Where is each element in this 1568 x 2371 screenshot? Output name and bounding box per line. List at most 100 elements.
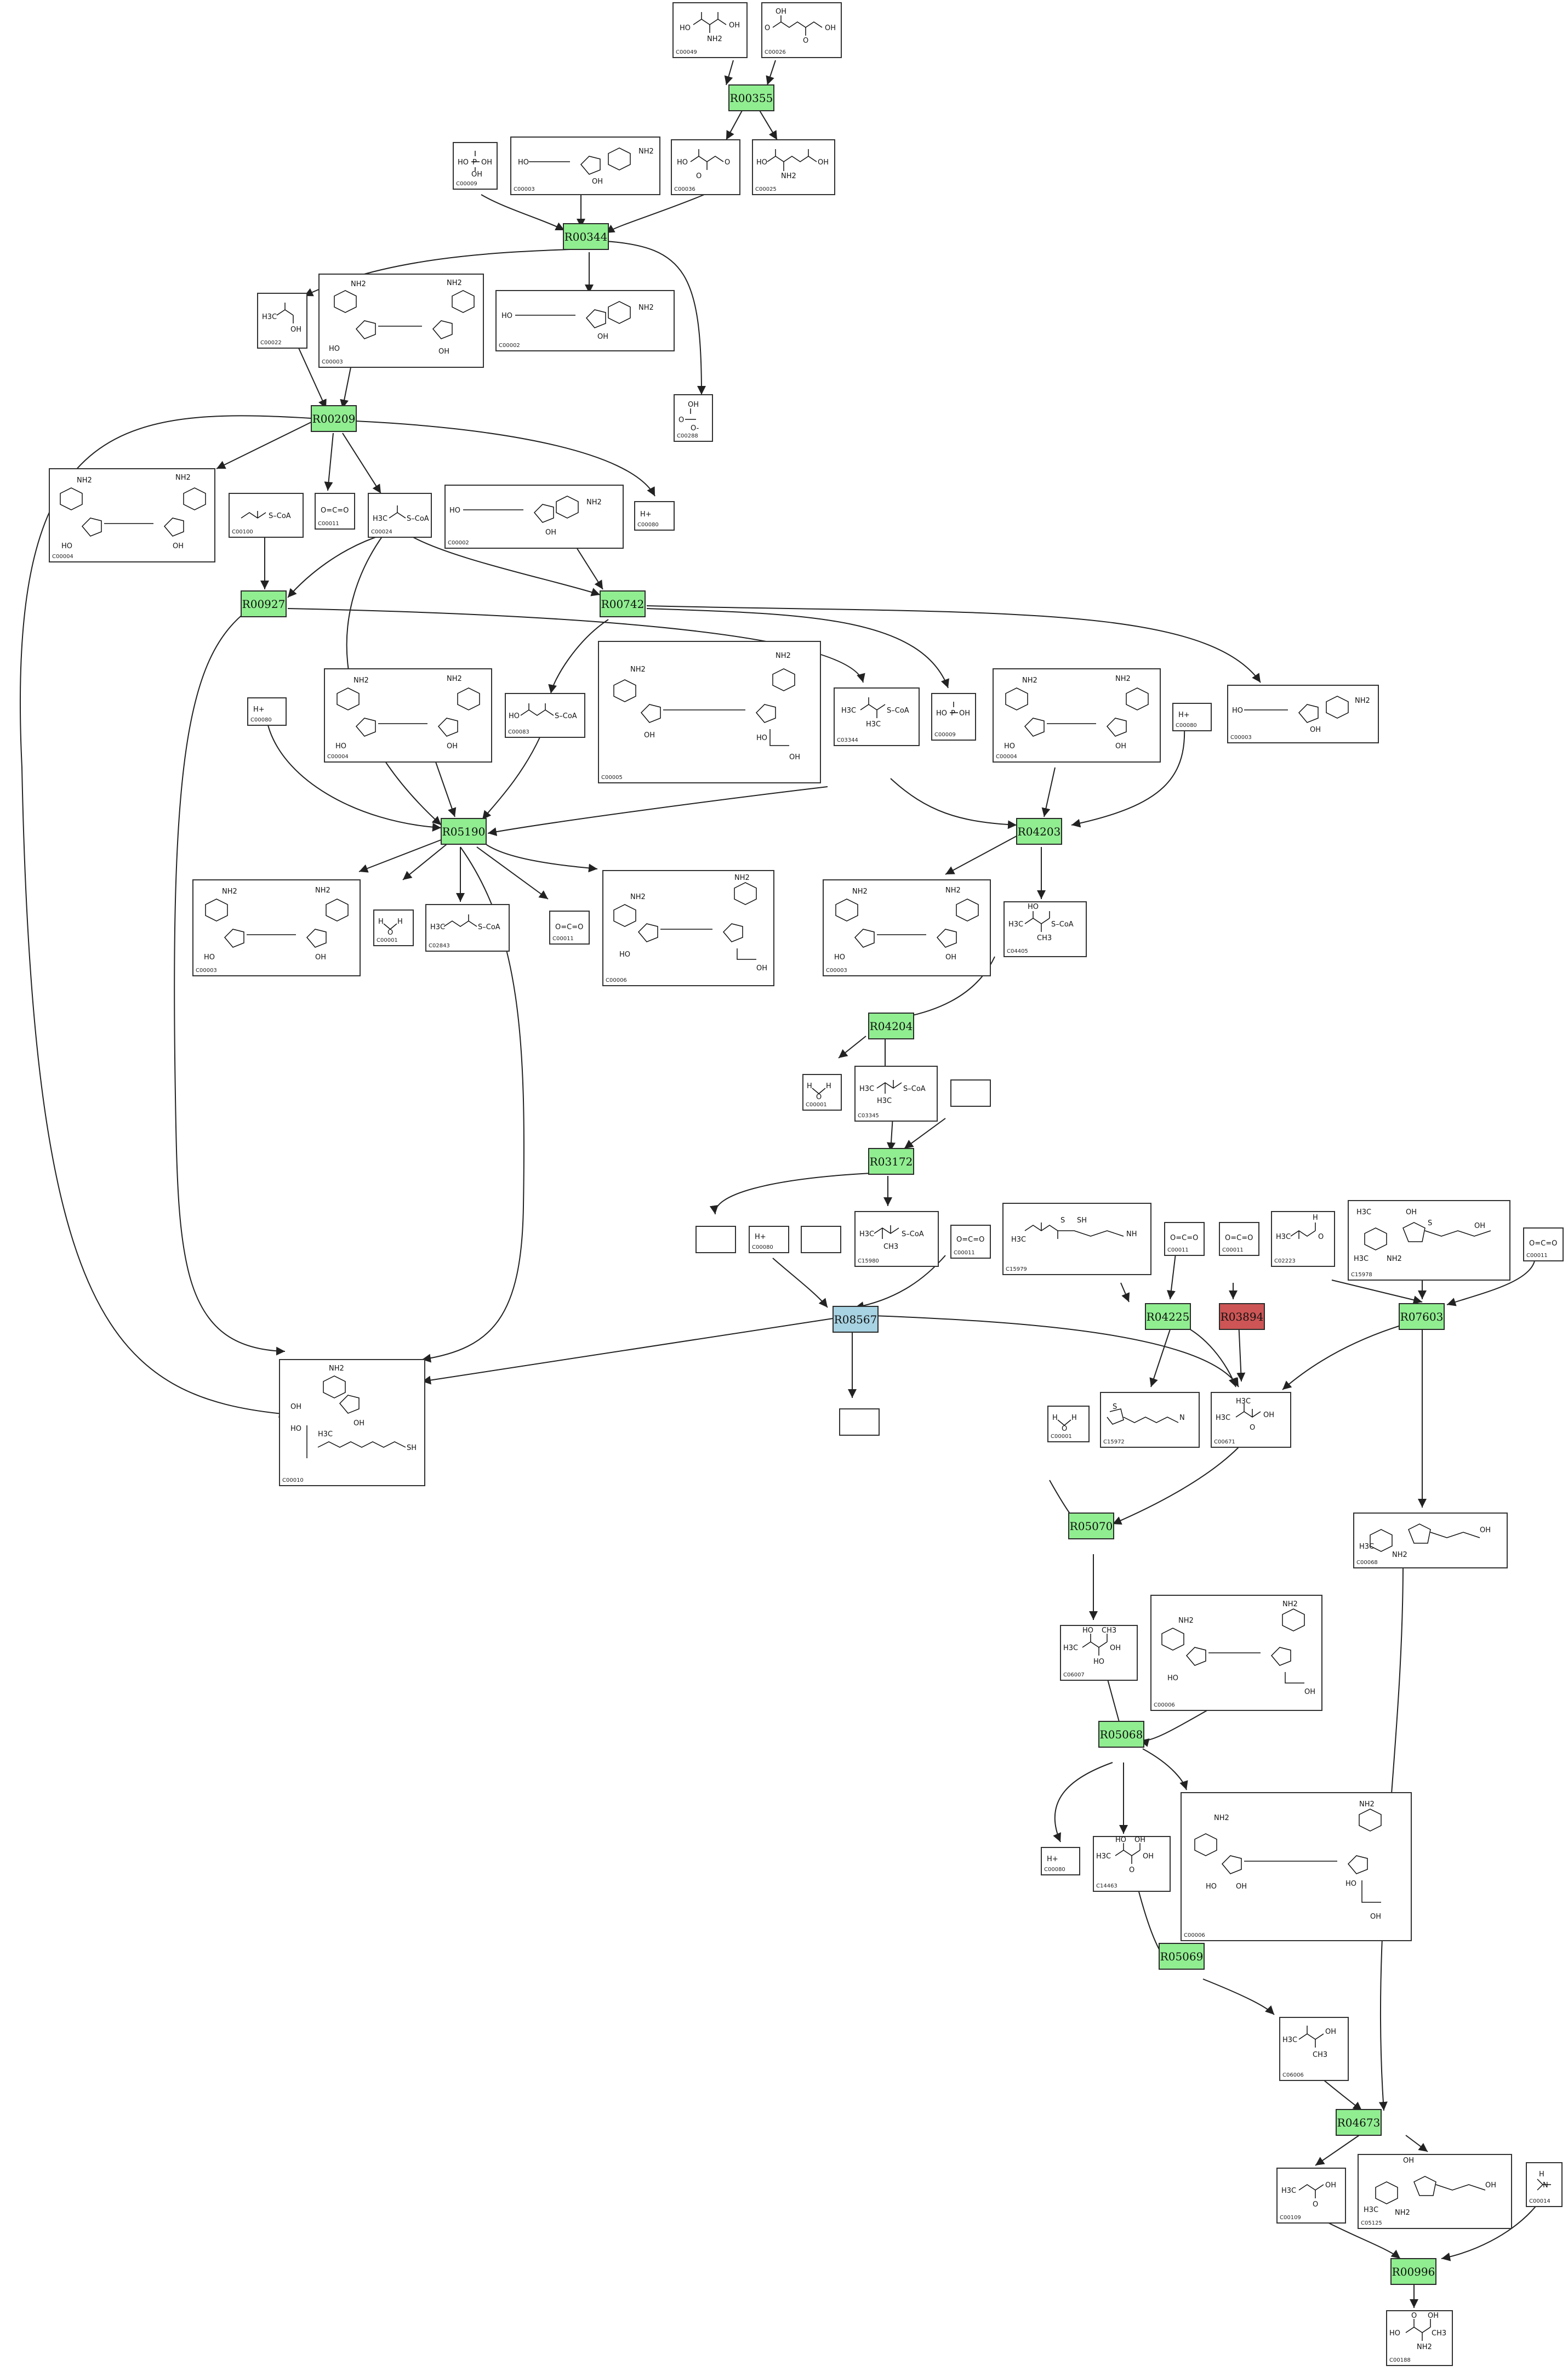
- compound-unlabeled-b[interactable]: [695, 1226, 736, 1253]
- atom-label: H3C: [262, 313, 277, 321]
- compound-c00049[interactable]: HO OH NH2 C00049: [672, 2, 748, 58]
- compound-c00080-b[interactable]: H+ C00080: [247, 697, 287, 726]
- atom-label: OH: [592, 178, 603, 186]
- reaction-r03894[interactable]: R03894: [1219, 1303, 1265, 1330]
- atom-label: O: [1129, 1866, 1134, 1874]
- reaction-r00355[interactable]: R00355: [728, 84, 774, 111]
- compound-c00671[interactable]: H3C H3C OH O C00671: [1211, 1392, 1291, 1448]
- compound-c00006-mid[interactable]: NH2 NH2 HO OH C00006: [602, 870, 774, 986]
- atom-label: H3C: [1236, 1397, 1251, 1406]
- compound-c00001-a[interactable]: H O H C00001: [373, 909, 414, 946]
- compound-c00004-right[interactable]: NH2 NH2 HO OH C00004: [993, 668, 1161, 763]
- compound-c15972[interactable]: S N C15972: [1100, 1392, 1200, 1448]
- compound-id: C00011: [318, 521, 339, 527]
- compound-c00083[interactable]: HO S–CoA C00083: [505, 693, 585, 738]
- reaction-r05070[interactable]: R05070: [1068, 1513, 1114, 1539]
- compound-c00009-b[interactable]: HO P OH C00009: [931, 693, 976, 741]
- reaction-r00344[interactable]: R00344: [563, 223, 609, 250]
- compound-c00002-mid[interactable]: HO NH2 OH C00002: [444, 485, 624, 549]
- reaction-r05190[interactable]: R05190: [441, 818, 487, 845]
- compound-c00011-c[interactable]: O=C=O C00011: [950, 1225, 991, 1259]
- atom-label: H3C: [1281, 2187, 1296, 2195]
- compound-c00006-right[interactable]: NH2 NH2 HO OH C00006: [1150, 1595, 1322, 1711]
- reaction-label: R00344: [565, 230, 608, 243]
- atom-label: H: [1539, 2170, 1544, 2179]
- compound-c00025[interactable]: HO OH NH2 C00025: [752, 139, 835, 195]
- compound-id: C15979: [1006, 1266, 1027, 1272]
- compound-c06006[interactable]: H3C OH CH3 C06006: [1279, 2017, 1349, 2081]
- compound-id: C00100: [232, 529, 253, 535]
- reaction-r05069[interactable]: R05069: [1159, 1943, 1205, 1970]
- reaction-r00996[interactable]: R00996: [1390, 2258, 1436, 2285]
- atom-label: OH: [789, 753, 800, 761]
- compound-unlabeled-d[interactable]: [839, 1408, 880, 1436]
- compound-c03345[interactable]: H3C S–CoA H3C C03345: [854, 1066, 938, 1122]
- compound-c00109[interactable]: H3C OH O C00109: [1276, 2168, 1346, 2224]
- reaction-r00742[interactable]: R00742: [600, 590, 646, 617]
- reaction-r08567[interactable]: R08567: [833, 1306, 879, 1333]
- compound-c00004-mid[interactable]: NH2 NH2 HO OH C00004: [324, 668, 492, 763]
- compound-c00080-d[interactable]: H+ C00080: [749, 1226, 789, 1253]
- reaction-r04225[interactable]: R04225: [1145, 1303, 1191, 1330]
- compound-c15979[interactable]: H3C S SH NH C15979: [1002, 1203, 1151, 1275]
- compound-c00080-e[interactable]: H+ C00080: [1041, 1847, 1080, 1875]
- compound-c00003-lower-left[interactable]: NH2 NH2 HO OH C00003: [192, 879, 361, 976]
- atom-label: O: [725, 158, 730, 167]
- compound-c00011-a[interactable]: O=C=O C00011: [315, 493, 355, 530]
- reaction-r00927[interactable]: R00927: [241, 590, 287, 617]
- compound-c00026[interactable]: OH OH O O C00026: [761, 2, 842, 58]
- compound-c04405[interactable]: HO H3C S–CoA CH3 C04405: [1003, 901, 1087, 957]
- atom-label: HO: [1093, 1658, 1104, 1666]
- reaction-r07603[interactable]: R07603: [1399, 1303, 1445, 1330]
- compound-id: C00671: [1214, 1439, 1235, 1445]
- compound-c03344[interactable]: H3C S–CoA H3C C03344: [834, 687, 920, 746]
- compound-c00006-bottom[interactable]: NH2 NH2 HO OH HO OH C00006: [1181, 1792, 1412, 1941]
- compound-c06007[interactable]: HO CH3 H3C OH HO C06007: [1060, 1625, 1138, 1681]
- compound-c05125[interactable]: OH H3C NH2 OH C05125: [1358, 2154, 1512, 2229]
- compound-c00022[interactable]: H3C OH C00022: [257, 293, 307, 349]
- compound-c15978[interactable]: H3C OH H3C NH2 S OH C15978: [1348, 1200, 1510, 1281]
- compound-c00004-left[interactable]: NH2 NH2 HO OH C00004: [49, 468, 215, 562]
- compound-unlabeled-c[interactable]: [801, 1226, 841, 1253]
- compound-c00003-right[interactable]: HO NH2 OH C00003: [1227, 685, 1379, 743]
- compound-c00036[interactable]: HO O O C00036: [671, 139, 740, 195]
- compound-c00003-top[interactable]: HO NH2 OH C00003: [510, 137, 660, 195]
- reaction-r00209[interactable]: R00209: [311, 405, 357, 432]
- reaction-r04673[interactable]: R04673: [1336, 2109, 1382, 2136]
- compound-c00010[interactable]: NH2 OH HO OH H3C SH C00010: [279, 1359, 425, 1486]
- compound-c02223[interactable]: H3C H O C02223: [1271, 1211, 1335, 1267]
- compound-c00080-c[interactable]: H+ C00080: [1172, 703, 1212, 731]
- compound-c00001-c[interactable]: H O H C00001: [1047, 1406, 1090, 1442]
- compound-c00100[interactable]: S–CoA C00100: [229, 493, 304, 538]
- compound-c00003-mid[interactable]: NH2 NH2 HO OH C00003: [318, 274, 484, 368]
- reaction-r04203[interactable]: R04203: [1016, 818, 1062, 845]
- compound-c00011-e[interactable]: O=C=O C00011: [1219, 1222, 1259, 1256]
- compound-c00011-f[interactable]: O=C=O C00011: [1523, 1227, 1564, 1261]
- compound-c00011-d[interactable]: O=C=O C00011: [1164, 1222, 1205, 1256]
- atom-label: H: [826, 1082, 831, 1090]
- compound-c00003-lower-right[interactable]: NH2 NH2 HO OH C00003: [823, 879, 991, 976]
- compound-unlabeled-a[interactable]: [950, 1079, 991, 1107]
- compound-c00188[interactable]: O OH HO CH3 NH2 C00188: [1386, 2310, 1453, 2366]
- compound-c00002-top[interactable]: HO NH2 OH C00002: [495, 290, 675, 351]
- reaction-r04204[interactable]: R04204: [868, 1013, 914, 1039]
- compound-c00024[interactable]: H3C S–CoA C00024: [368, 493, 432, 538]
- compound-c00001-b[interactable]: H O H C00001: [802, 1074, 842, 1111]
- reaction-r03172[interactable]: R03172: [868, 1148, 914, 1175]
- compound-c00009[interactable]: HO P OH OH C00009: [453, 142, 498, 190]
- compound-c15980[interactable]: H3C S–CoA CH3 C15980: [854, 1211, 939, 1267]
- compound-c00005[interactable]: NH2 NH2 OH HO OH C00005: [598, 641, 821, 783]
- compound-c00080-a[interactable]: H+ C00080: [634, 501, 675, 531]
- compound-c00068[interactable]: H3C NH2 OH C00068: [1353, 1513, 1508, 1568]
- atom-label: H+: [1178, 711, 1190, 719]
- compound-c00288[interactable]: OH O O- C00288: [674, 394, 713, 442]
- compound-c02843[interactable]: H3C S–CoA C02843: [425, 904, 510, 952]
- atom-label: CH3: [1313, 2051, 1327, 2059]
- compound-c00011-b[interactable]: O=C=O C00011: [549, 911, 590, 945]
- compound-id: C00004: [327, 754, 349, 760]
- reaction-r05068[interactable]: R05068: [1098, 1721, 1144, 1748]
- atom-label: OH: [756, 964, 767, 973]
- atom-label: OH: [438, 348, 449, 356]
- compound-c00014[interactable]: H N C00014: [1526, 2162, 1563, 2207]
- compound-c14463[interactable]: HO OH H3C OH O C14463: [1093, 1836, 1171, 1892]
